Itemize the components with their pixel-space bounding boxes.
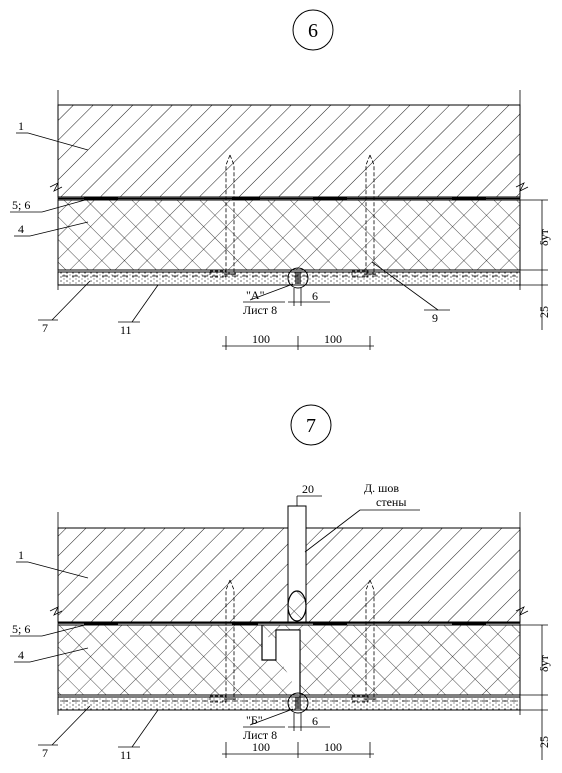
section-7-label-1: 1 <box>18 548 24 562</box>
section-6-label-56: 5; 6 <box>12 198 30 212</box>
section-7-dim-b: 100 <box>324 740 342 754</box>
section-6-sheet-ref: Лист 8 <box>243 303 277 317</box>
wall-layer-right <box>305 527 521 623</box>
anchor-right <box>364 154 376 275</box>
section-6-label-1: 1 <box>18 119 24 133</box>
section-7-thickness: δут <box>537 654 551 672</box>
section-7-detail-ref: "Б" <box>246 713 263 727</box>
section-7-dim-a: 100 <box>252 740 270 754</box>
adhesive-spots <box>84 197 486 200</box>
section-6-dim-25: 25 <box>537 306 551 318</box>
section-6-thickness: δут <box>537 228 551 246</box>
seam-sealant <box>287 590 307 622</box>
section-7-label-20: 20 <box>302 482 314 496</box>
section-6-label-9: 9 <box>432 311 438 325</box>
section-6: 6 <box>10 9 551 350</box>
section-6-gap: 6 <box>312 289 318 303</box>
section-7-number: 7 <box>306 415 316 437</box>
section-7-label-56: 5; 6 <box>12 622 30 636</box>
insulation-layer <box>57 199 521 271</box>
section-7-label-4: 4 <box>18 648 24 662</box>
section-6-marker <box>292 9 334 51</box>
anchor-right-7 <box>364 579 376 700</box>
anchor-left-7 <box>224 579 236 700</box>
section-6-label-4: 4 <box>18 222 24 236</box>
wall-layer <box>57 104 521 198</box>
section-6-dim-a: 100 <box>252 332 270 346</box>
section-7: 7 <box>10 404 551 762</box>
wall-layer-left <box>57 527 289 623</box>
section-7-dim-25: 25 <box>537 736 551 748</box>
anchor-left <box>224 154 236 275</box>
section-7-gap: 6 <box>312 714 318 728</box>
section-7-seam-line1: Д. шов <box>364 481 399 495</box>
section-6-label-7: 7 <box>42 321 48 335</box>
section-6-label-11: 11 <box>120 323 132 337</box>
section-7-label-7: 7 <box>42 746 48 760</box>
section-6-dim-b: 100 <box>324 332 342 346</box>
section-7-label-11: 11 <box>120 748 132 762</box>
section-7-seam-line2: стены <box>376 495 406 509</box>
section-6-detail-ref: "А" <box>246 288 265 302</box>
section-7-sheet-ref: Лист 8 <box>243 728 277 742</box>
detail-b-circle <box>287 692 309 714</box>
adhesive-spots-7 <box>84 621 486 625</box>
detail-a-circle <box>287 267 309 289</box>
section-7-marker <box>290 404 332 446</box>
section-6-number: 6 <box>308 20 318 42</box>
